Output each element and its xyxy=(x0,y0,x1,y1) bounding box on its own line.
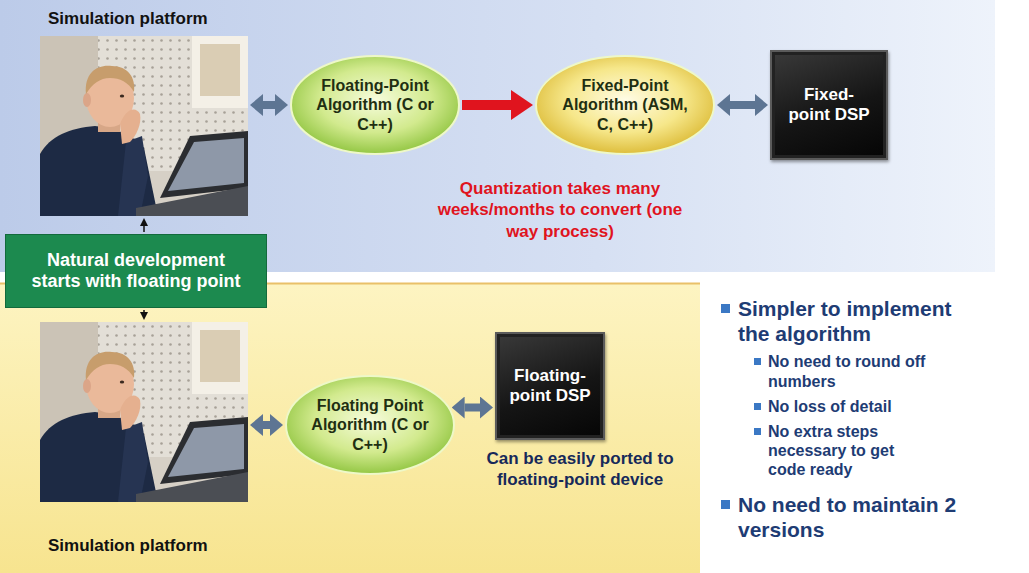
connector-arrow xyxy=(263,101,275,109)
sub-bullet-item: No extra steps necessary to get code rea… xyxy=(768,422,928,480)
sub-bullet-item: No loss of detail xyxy=(768,397,928,416)
node-label: Floating-point DSP xyxy=(509,366,591,407)
bullet-item: Simpler to implement the algorithm xyxy=(738,296,966,346)
photo-panel: Simulation platform xyxy=(40,36,248,216)
ellipse-outline xyxy=(286,376,454,474)
bullet-square xyxy=(721,304,730,313)
bullet-item: No need to maintain 2 versions xyxy=(738,492,966,542)
dsp-chip: Fixed-point DSP xyxy=(770,50,888,160)
node-label: Fixed-Point Algorithm (ASM, C, C++) xyxy=(560,76,690,134)
person-photo xyxy=(40,322,248,502)
person-photo xyxy=(40,36,248,216)
node-label: Floating Point Algorithm (C or C++) xyxy=(309,396,431,454)
algorithm-ellipse: Floating Point Algorithm (C or C++) xyxy=(285,375,455,475)
dsp-chip: Floating-point DSP xyxy=(495,332,605,440)
node-label: Fixed-point DSP xyxy=(784,85,874,126)
bottom-band xyxy=(0,283,700,573)
ellipse-outline xyxy=(291,56,459,154)
algorithm-ellipse: Fixed-Point Algorithm (ASM, C, C++) xyxy=(535,55,715,155)
node-label: Floating-Point Algorithm (C or C++) xyxy=(314,76,436,134)
connector-arrow xyxy=(465,404,480,412)
note-box: Natural development starts with floating… xyxy=(5,234,267,308)
connector-arrow xyxy=(143,310,145,312)
connector-arrow xyxy=(730,101,755,109)
photo-panel: Simulation platform xyxy=(40,322,248,502)
panel-heading: Simulation platform xyxy=(48,536,208,556)
bullet-square xyxy=(754,403,761,410)
connector-arrow xyxy=(143,226,145,232)
note-text: Can be easily ported to floating-point d… xyxy=(465,448,695,491)
algorithm-ellipse: Floating-Point Algorithm (C or C++) xyxy=(290,55,460,155)
sub-bullet-item: No need to round off numbers xyxy=(768,352,928,390)
node-label: Natural development starts with floating… xyxy=(30,250,242,291)
bullet-square xyxy=(754,358,761,365)
warning-note: Quantization takes many weeks/months to … xyxy=(430,178,690,242)
ellipse-outline xyxy=(536,56,714,154)
connector-arrow xyxy=(263,421,270,429)
panel-heading: Simulation platform xyxy=(48,9,208,29)
conversion-arrow xyxy=(462,100,511,110)
bullet-square xyxy=(721,500,730,509)
bullet-square xyxy=(754,428,761,435)
top-band xyxy=(0,0,995,272)
